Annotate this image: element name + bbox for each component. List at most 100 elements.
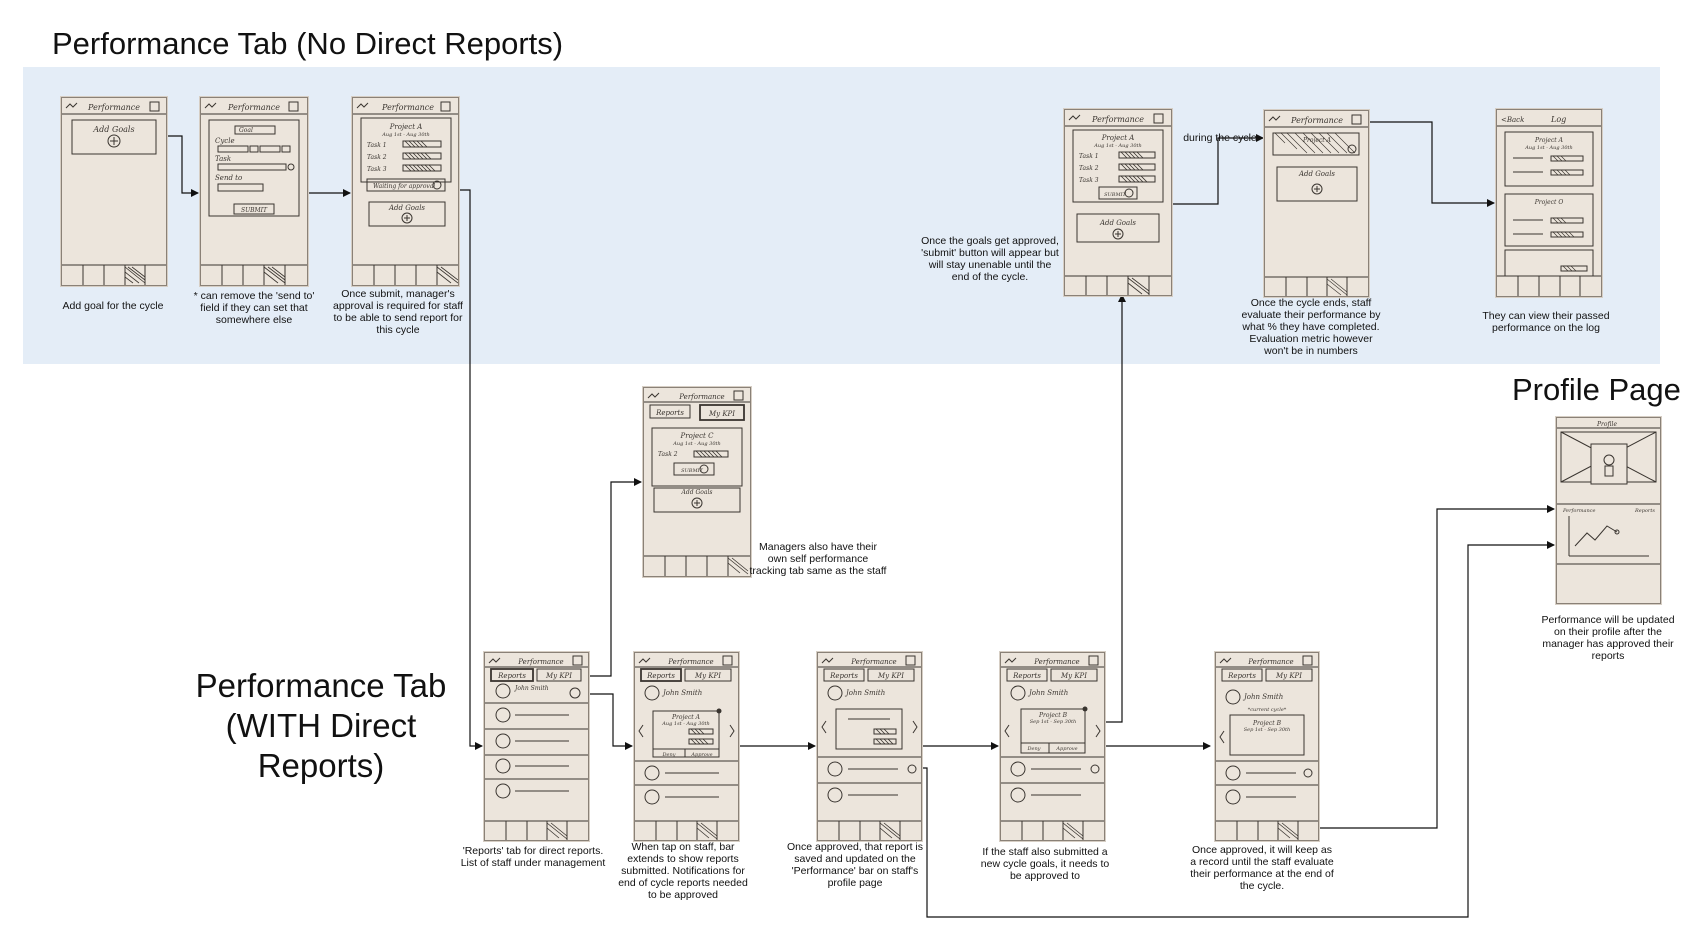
sketch-submit-text: SUBMIT [1104, 192, 1126, 198]
sketch-cycle-text: Cycle [215, 137, 235, 145]
connector-reports-mykpi [587, 478, 642, 677]
caption-during-cycle: during the cycle [1183, 132, 1257, 144]
sketch-my-kpi-tab-text: My KPI [694, 672, 721, 680]
sketch-header-text: Performance [381, 103, 434, 112]
sketch-date-range-text: Aug 1st - Aug 30th [661, 721, 709, 727]
sketch-project-a-text: Project A [389, 123, 423, 131]
sketch-date-range-text: Aug 1st - Aug 30th [381, 132, 429, 138]
sketch-staff-name-text: John Smith [661, 689, 702, 697]
sketch-submit-text: SUBMIT [241, 207, 268, 214]
sketch-staff-name-text: John Smith [844, 689, 885, 697]
sketch-my-kpi-tab-text: My KPI [1275, 672, 1302, 680]
sketch-project-b-text: Project B [1038, 712, 1068, 719]
caption-profile-updated: Performance will be updated on their pro… [1541, 614, 1675, 662]
sketch-header-text: Performance [850, 658, 896, 666]
connector-approved-profile [920, 541, 1555, 918]
sketch-goal-text: Goal [239, 127, 253, 134]
sketch-reports-list: Performance Reports My KPI John Smith [484, 652, 589, 841]
sketch-performance-label-text: Performance [1562, 508, 1595, 514]
title-profile-page: Profile Page [1512, 372, 1681, 407]
sketch-date-range-text: Sep 1st - Sep 30th [1030, 719, 1077, 725]
sketch-add-goals-text: Add Goals [1099, 219, 1136, 227]
sketch-header-text: Performance [87, 103, 140, 112]
caption-reports-tab: 'Reports' tab for direct reports. List o… [460, 845, 606, 869]
sketch-add-goals: Performance Add Goals [61, 97, 167, 286]
caption-new-cycle-goals: If the staff also submitted a new cycle … [980, 846, 1110, 882]
caption-send-to-note: * can remove the 'send to' field if they… [193, 290, 315, 326]
sketch-header-text: Performance [1290, 116, 1343, 125]
sketch-add-goals-text: Add Goals [388, 204, 425, 212]
sketch-goal-form: Performance Goal Cycle Task Send to SUBM… [200, 97, 308, 286]
sketch-deny-text: Deny [661, 752, 675, 758]
sketch-project-evaluation: Performance Project A Add Goals [1264, 110, 1369, 297]
sketch-header-text: Performance [517, 658, 563, 666]
sketch-project-a-text: Project A [671, 714, 701, 721]
sketch-header-text: Performance [227, 103, 280, 112]
sketch-log-text: Log [1550, 115, 1566, 124]
caption-tap-staff: When tap on staff, bar extends to show r… [618, 841, 748, 901]
sketch-header-text: Performance [678, 393, 724, 401]
sketch-deny-text: Deny [1026, 746, 1040, 752]
connector-4-5 [1170, 134, 1264, 205]
sketch-staff-name-text: John Smith [1242, 693, 1283, 701]
sketch-task-1-text: Task 1 [367, 142, 387, 149]
connector-3-reports [458, 189, 483, 750]
sketch-log: <Back Log Project A Aug 1st - Aug 30th P… [1496, 109, 1602, 297]
sketch-task-2-text: Task 2 [1079, 165, 1099, 172]
sketch-header-text: Performance [1247, 658, 1293, 666]
sketch-add-goals-text: Add Goals [1298, 170, 1335, 178]
sketch-new-cycle-goals: Performance Reports My KPI John Smith Pr… [1000, 652, 1105, 841]
sketch-record-kept: Performance Reports My KPI John Smith *c… [1215, 652, 1319, 841]
sketch-date-range-text: Aug 1st - Aug 30th [1093, 143, 1141, 149]
sketch-task-2-text: Task 2 [658, 451, 678, 458]
caption-add-goal: Add goal for the cycle [62, 300, 164, 312]
sketch-task-text: Task [215, 155, 231, 163]
caption-cycle-ends: Once the cycle ends, staff evaluate thei… [1241, 297, 1381, 357]
sketch-submit-text: SUBMIT [681, 468, 703, 474]
sketch-my-kpi-tab-text: My KPI [708, 410, 735, 418]
sketch-header-text: Performance [1033, 658, 1079, 666]
sketch-project-o-text: Project O [1534, 199, 1564, 206]
sketch-add-goals-text: Add Goals [92, 125, 134, 134]
caption-view-log: They can view their passed performance o… [1482, 310, 1610, 334]
sketch-staff-name-text: John Smith [513, 685, 549, 692]
caption-manager-approval: Once submit, manager's approval is requi… [333, 288, 463, 336]
sketch-waiting-approval: Performance Project A Aug 1st - Aug 30th… [352, 97, 459, 286]
sketch-task-3-text: Task 3 [367, 166, 387, 173]
connector-1-2 [166, 135, 199, 197]
sketch-submit-approved: Performance Project A Aug 1st - Aug 30th… [1064, 109, 1172, 296]
sketch-back-text: <Back [1501, 116, 1524, 124]
sketch-reports-tab-text: Reports [1227, 672, 1256, 680]
sketch-staff-name-text: John Smith [1027, 689, 1068, 697]
sketch-staff-expanded: Performance Reports My KPI John Smith Pr… [634, 652, 739, 841]
sketch-current-cycle-text: *current cycle* [1248, 707, 1287, 713]
sketch-add-goals-text: Add Goals [681, 489, 713, 496]
sketch-waiting-text: Waiting for approval [373, 183, 435, 190]
sketch-approve-text: Approve [690, 752, 712, 758]
sketch-project-c-text: Project C [680, 432, 715, 440]
sketch-project-b-text: Project B [1252, 720, 1282, 727]
sketch-profile-title-text: Profile [1596, 421, 1617, 428]
connector-reports-expand [587, 693, 633, 750]
sketch-date-range-text: Aug 1st - Aug 30th [1524, 145, 1572, 151]
sketch-header-text: Performance [1091, 115, 1144, 124]
sketch-my-kpi-tab-text: My KPI [1060, 672, 1087, 680]
sketch-my-kpi-tab-text: My KPI [877, 672, 904, 680]
sketch-date-range-text: Aug 1st - Aug 30th [672, 441, 720, 447]
sketch-task-2-text: Task 2 [367, 154, 387, 161]
sketch-reports-label-text: Reports [1634, 508, 1655, 514]
sketch-report-approved: Performance Reports My KPI John Smith [817, 652, 922, 841]
sketch-project-a-text: Project A [1302, 137, 1332, 144]
sketch-reports-tab-text: Reports [497, 672, 526, 680]
connector-record-profile [1317, 505, 1555, 829]
connector-newgoals-stage4 [1103, 294, 1126, 723]
sketch-manager-my-kpi: Performance Reports My KPI Project C Aug… [643, 387, 751, 577]
title-no-direct-reports: Performance Tab (No Direct Reports) [52, 26, 564, 61]
caption-report-saved: Once approved, that report is saved and … [787, 841, 923, 889]
caption-manager-self-tracking: Managers also have their own self perfor… [749, 541, 887, 577]
sketch-profile-page: Profile Performance Reports [1556, 417, 1661, 604]
sketch-task-3-text: Task 3 [1079, 177, 1099, 184]
sketch-reports-tab-text: Reports [646, 672, 675, 680]
caption-record-kept: Once approved, it will keep as a record … [1190, 844, 1334, 892]
